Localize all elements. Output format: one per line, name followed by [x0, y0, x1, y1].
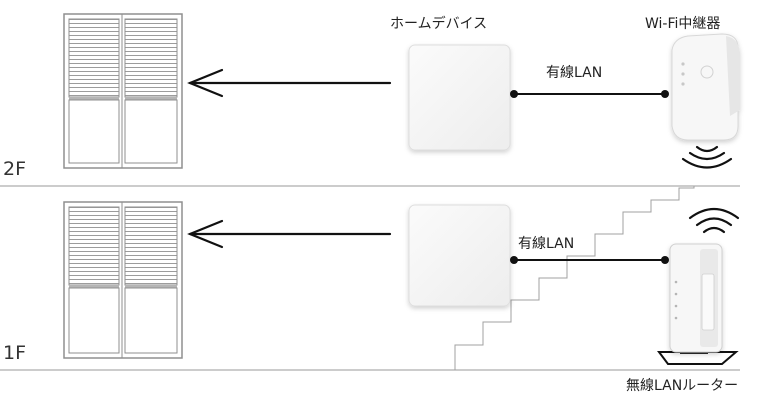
wifi-repeater-label: Wi-Fi中継器 — [645, 16, 721, 32]
home-device-label: ホームデバイス — [390, 16, 488, 32]
wired-lan-label-1f: 有線LAN — [518, 236, 575, 252]
wifi-repeater — [671, 33, 740, 141]
wired-lan-label-2f: 有線LAN — [546, 65, 603, 81]
lan-cable-2f — [510, 90, 669, 98]
home-device-1f — [408, 204, 511, 307]
floor-label-1f: 1F — [3, 342, 27, 364]
lan-cable-1f — [510, 256, 669, 264]
staircase — [454, 186, 695, 370]
floor-label-2f: 2F — [3, 158, 27, 180]
shutter-2f — [63, 13, 183, 169]
repeater-wifi-waves-icon — [681, 145, 733, 169]
home-device-2f — [408, 44, 511, 151]
wireless-router-label: 無線LANルーター — [626, 378, 739, 394]
arrow-1f — [187, 219, 392, 249]
wireless-router — [657, 243, 739, 365]
router-wifi-waves-icon — [688, 207, 740, 234]
shutter-1f — [63, 201, 183, 359]
arrow-2f — [187, 68, 392, 98]
